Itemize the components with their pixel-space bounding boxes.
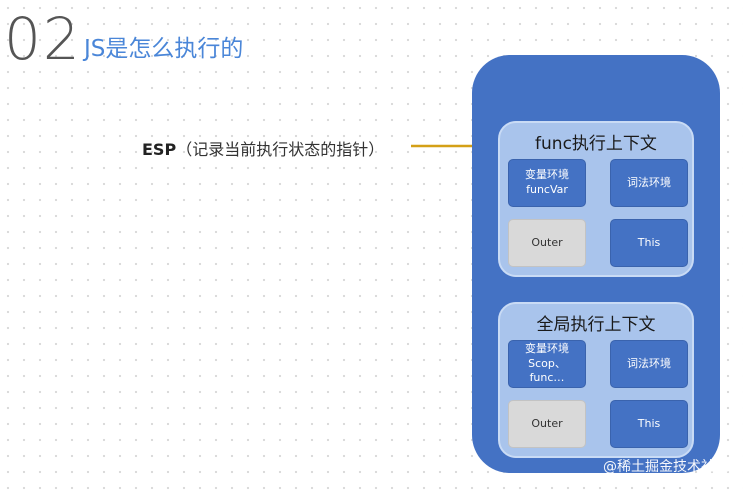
call-stack: func执行上下文 变量环境 funcVar 词法环境 Outer This 全…	[472, 55, 720, 473]
watermark: @稀土掘金技术社区	[603, 459, 729, 475]
section-title: JS是怎么执行的	[84, 36, 244, 62]
global-variable-environment: 变量环境 Scop、 func…	[508, 340, 586, 388]
func-variable-environment: 变量环境 funcVar	[508, 159, 586, 207]
section-number: 02	[4, 5, 82, 73]
esp-description: （记录当前执行状态的指针）	[176, 140, 385, 159]
func-outer: Outer	[508, 219, 586, 267]
func-lexical-environment: 词法环境	[610, 159, 688, 207]
global-outer: Outer	[508, 400, 586, 448]
func-execution-context: func执行上下文 变量环境 funcVar 词法环境 Outer This	[498, 121, 694, 277]
esp-label: ESP（记录当前执行状态的指针）	[142, 136, 384, 160]
func-context-title: func执行上下文	[535, 134, 657, 154]
global-context-title: 全局执行上下文	[536, 315, 656, 335]
esp-name: ESP	[142, 140, 177, 159]
global-execution-context: 全局执行上下文 变量环境 Scop、 func… 词法环境 Outer This	[498, 302, 694, 458]
func-this: This	[610, 219, 688, 267]
global-lexical-environment: 词法环境	[610, 340, 688, 388]
global-this: This	[610, 400, 688, 448]
